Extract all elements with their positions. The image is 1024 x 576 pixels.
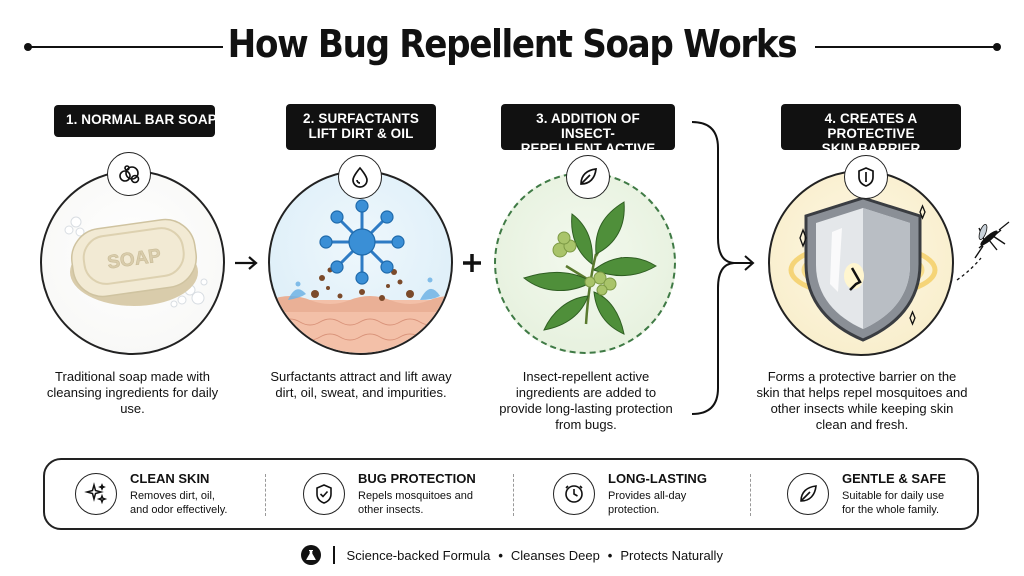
step-1-description: Traditional soap made with cleansing ing… xyxy=(46,369,219,416)
protective-shield-illustration xyxy=(768,170,954,356)
footer-bullet: • xyxy=(607,547,613,563)
step-2-description: Surfactants attract and lift away dirt, … xyxy=(270,369,452,400)
arrow-right-icon xyxy=(235,256,258,270)
title-rule-right xyxy=(815,46,997,48)
step-3-description: Insect-repellent active ingredients are … xyxy=(499,369,673,432)
neem-leaves-illustration xyxy=(494,172,676,354)
footer-tagline: Science-backed Formula • Cleanses Deep •… xyxy=(0,543,1024,567)
title-row: How Bug Repellent Soap Works xyxy=(0,22,1024,70)
bracket-arrow-icon xyxy=(691,121,755,415)
sparkle-icon xyxy=(75,473,117,515)
feature-description: Removes dirt, oil,and odor effectively. xyxy=(130,490,228,516)
leaf-icon xyxy=(787,473,829,515)
soap-bar-illustration: SOAP xyxy=(40,170,225,355)
leaf-icon xyxy=(566,155,610,199)
title-dot-right xyxy=(993,43,1001,51)
step-3-label: 3. ADDITION OF INSECT-REPELLENT ACTIVE xyxy=(501,104,675,156)
title-rule-left xyxy=(28,46,223,48)
feature-divider xyxy=(265,474,266,516)
step-4-description: Forms a protective barrier on the skin t… xyxy=(756,369,968,432)
clock-icon xyxy=(553,473,595,515)
shield-icon xyxy=(844,155,888,199)
shield-check-icon xyxy=(303,473,345,515)
footer-item: Cleanses Deep xyxy=(510,547,600,563)
feature-clean-skin: CLEAN SKIN Removes dirt, oil,and odor ef… xyxy=(75,460,227,528)
features-bar: CLEAN SKIN Removes dirt, oil,and odor ef… xyxy=(43,458,979,530)
footer-item: Protects Naturally xyxy=(620,547,723,563)
page-title: How Bug Repellent Soap Works xyxy=(227,22,798,66)
feature-divider xyxy=(513,474,514,516)
feature-divider xyxy=(750,474,751,516)
flask-icon xyxy=(301,545,322,565)
mosquito-icon xyxy=(956,221,1010,281)
bubbles-icon xyxy=(107,152,151,196)
feature-title: CLEAN SKIN xyxy=(130,471,210,486)
feature-title: LONG-LASTING xyxy=(608,471,707,486)
step-1-label: 1. NORMAL BAR SOAP xyxy=(54,105,217,137)
footer-bullet: • xyxy=(498,547,503,563)
feature-title: BUG PROTECTION xyxy=(358,471,476,486)
plus-icon xyxy=(463,254,481,272)
feature-title: GENTLE & SAFE xyxy=(842,471,947,486)
water-drop-icon xyxy=(338,155,382,199)
footer-separator xyxy=(333,546,335,564)
footer-item: Science-backed Formula xyxy=(346,547,491,563)
